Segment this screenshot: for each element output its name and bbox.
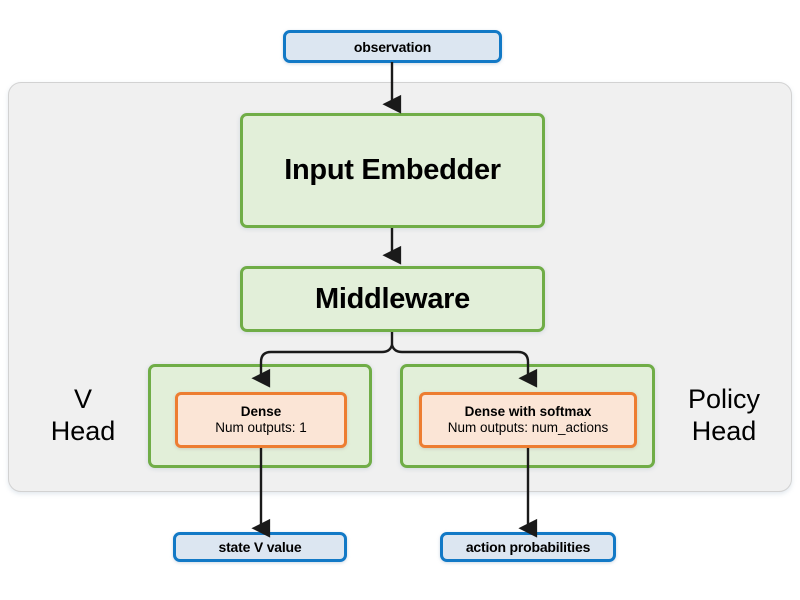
policy-head-caption: Policy Head	[662, 384, 786, 448]
v-head-caption-line2: Head	[50, 415, 116, 446]
policy-head-caption-line1: Policy	[687, 384, 761, 414]
node-dense-with-softmax-subtitle: Num outputs: num_actions	[447, 420, 609, 435]
node-middleware-label: Middleware	[315, 282, 470, 315]
node-dense-title: Dense	[240, 403, 282, 419]
node-dense-subtitle: Num outputs: 1	[215, 420, 307, 435]
node-input-embedder-label: Input Embedder	[284, 154, 501, 186]
node-dense-with-softmax[interactable]: Dense with softmax Num outputs: num_acti…	[419, 392, 637, 448]
node-action-probabilities[interactable]: action probabilities	[440, 532, 616, 562]
node-observation[interactable]: observation	[283, 30, 502, 63]
node-middleware[interactable]: Middleware	[240, 266, 545, 332]
node-input-embedder[interactable]: Input Embedder	[240, 113, 545, 228]
node-state-v-value[interactable]: state V value	[173, 532, 347, 562]
v-head-caption-line1: V	[73, 384, 92, 414]
node-action-probabilities-label: action probabilities	[465, 539, 591, 555]
policy-head-caption-line2: Head	[691, 415, 757, 446]
node-state-v-value-label: state V value	[218, 539, 302, 555]
node-observation-label: observation	[353, 38, 432, 55]
v-head-caption: V Head	[24, 384, 142, 448]
node-dense[interactable]: Dense Num outputs: 1	[175, 392, 347, 448]
node-dense-with-softmax-title: Dense with softmax	[464, 403, 592, 419]
